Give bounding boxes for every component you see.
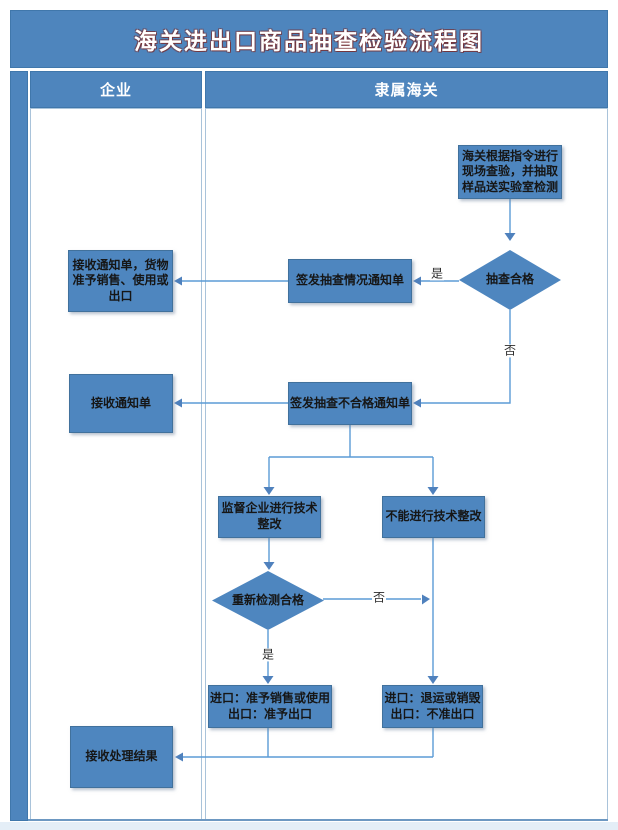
node-receive-processing-result: 接收处理结果 — [70, 726, 173, 788]
connector — [420, 310, 511, 404]
node-receive-notice-goods-approved: 接收通知单，货物 准予销售、使用或 出口 — [68, 250, 173, 312]
lane-frame-bar — [10, 71, 28, 821]
arrowhead-right-icon — [422, 594, 430, 605]
frame-bottom-border — [28, 819, 608, 821]
node-cannot-rectify: 不能进行技术整改 — [382, 496, 485, 538]
node-inspect-and-sample: 海关根据指令进行 现场查验，并抽取 样品送实验室检测 — [458, 145, 562, 199]
chart-title-bar: 海关进出口商品抽查检验流程图 — [10, 10, 608, 68]
node-result-approved: 进口：准予销售或使用 出口：准予出口 — [208, 685, 332, 728]
edge-label-yes: 是 — [260, 647, 276, 662]
node-supervise-rectification: 监督企业进行技术 整改 — [218, 496, 321, 538]
arrowhead-left-icon — [174, 276, 182, 286]
arrowhead-down-icon — [263, 487, 275, 495]
arrowhead-down-icon — [504, 233, 516, 241]
arrowhead-left-icon — [413, 276, 421, 286]
arrowhead-down-icon — [427, 487, 439, 495]
arrowhead-down-icon — [427, 676, 439, 684]
lane-header-enterprise-label: 企业 — [99, 81, 132, 99]
node-result-rejected: 进口：退运或销毁 出口：不准出口 — [382, 685, 483, 728]
arrowhead-left-icon — [175, 752, 183, 762]
node-issue-unqualified-notice: 签发抽查不合格通知单 — [288, 382, 412, 425]
lane-enterprise — [30, 108, 202, 820]
arrowhead-down-icon — [263, 562, 275, 570]
node-receive-notice: 接收通知单 — [69, 374, 173, 433]
lane-header-customs: 隶属海关 — [205, 71, 608, 108]
arrowhead-down-icon — [262, 676, 274, 684]
lane-header-enterprise: 企业 — [30, 71, 202, 108]
edge-label-yes: 是 — [429, 266, 445, 281]
arrowhead-left-icon — [174, 398, 182, 408]
arrowhead-left-icon — [413, 398, 421, 408]
lane-header-customs-label: 隶属海关 — [374, 81, 439, 99]
page-footer-strip — [0, 822, 618, 830]
chart-title: 海关进出口商品抽查检验流程图 — [134, 29, 484, 55]
edge-label-no: 否 — [502, 343, 518, 358]
edge-label-no: 否 — [371, 590, 387, 605]
node-issue-sampling-notice: 签发抽查情况通知单 — [288, 259, 412, 303]
